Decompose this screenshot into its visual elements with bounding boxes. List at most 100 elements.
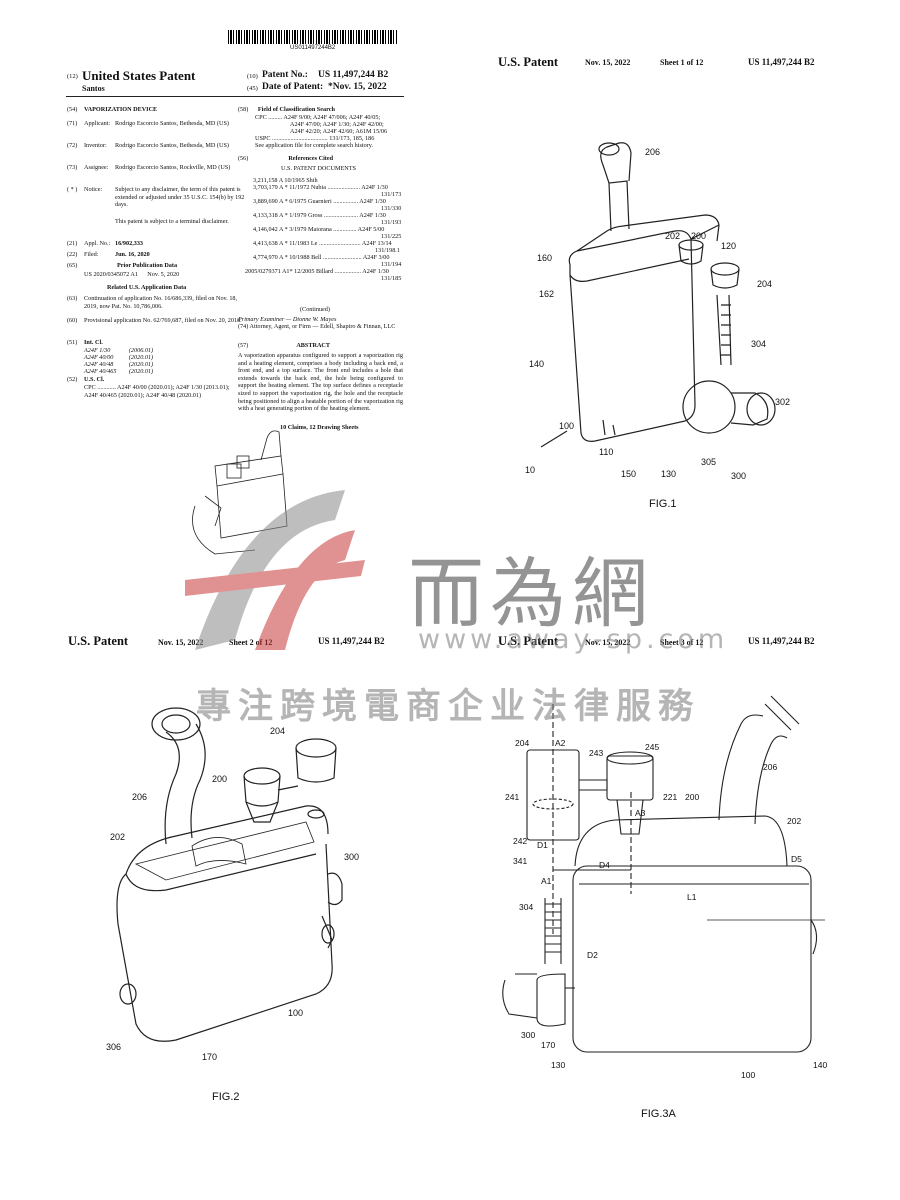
field-code: (63) bbox=[67, 295, 78, 302]
reference-row: 131/173 bbox=[381, 191, 402, 198]
ref-label: 243 bbox=[589, 748, 603, 758]
int-cl: A24F 40/465 (2020.01) bbox=[84, 368, 154, 375]
patent-no-code: (10) bbox=[247, 73, 258, 80]
references-title: References Cited bbox=[288, 155, 334, 162]
field-label: Notice: bbox=[84, 186, 103, 193]
abstract-text: A vaporization apparatus configured to s… bbox=[238, 352, 403, 413]
date-of-patent: *Nov. 15, 2022 bbox=[328, 82, 387, 92]
fig3a-labels: 204 A2 243 245 241 221 200 206 A3 202 24… bbox=[505, 738, 827, 1080]
ref-label: 130 bbox=[551, 1060, 565, 1070]
front-page-drawing bbox=[192, 430, 288, 555]
barcode-number: US011497244B2 bbox=[290, 45, 336, 51]
ref-label: 150 bbox=[621, 469, 636, 479]
notice: Subject to any disclaimer, the term of t… bbox=[115, 186, 245, 209]
ref-label: 241 bbox=[505, 792, 519, 802]
ref-label: 140 bbox=[529, 359, 544, 369]
continuation: Continuation of application No. 16/686,3… bbox=[84, 295, 238, 310]
field-code: (51) bbox=[67, 339, 78, 346]
fig1-labels: 206 202 200 120 160 162 204 304 140 302 … bbox=[525, 147, 790, 481]
us-cl-heading: U.S. Cl. bbox=[84, 376, 105, 383]
ref-label: 100 bbox=[741, 1070, 755, 1080]
field-label: Inventor: bbox=[84, 142, 107, 149]
ref-label: 206 bbox=[645, 147, 660, 157]
ref-label: 245 bbox=[645, 742, 659, 752]
int-cl-heading: Int. Cl. bbox=[84, 339, 103, 346]
related-data-heading: Related U.S. Application Data bbox=[107, 284, 187, 291]
ref-label: 202 bbox=[110, 832, 125, 842]
classification-title: Field of Classification Search bbox=[257, 106, 335, 113]
references-subtitle: U.S. PATENT DOCUMENTS bbox=[281, 165, 356, 172]
primary-examiner: Primary Examiner — Dionne W. Mayes bbox=[238, 316, 337, 323]
attorney: (74) Attorney, Agent, or Firm — Edell, S… bbox=[238, 323, 396, 330]
ref-label: 341 bbox=[513, 856, 527, 866]
ref-label: 204 bbox=[757, 279, 772, 289]
sheet-header-sheet: Sheet 3 of 12 bbox=[660, 638, 704, 647]
reference-row: 131/198.1 bbox=[375, 247, 400, 254]
ref-label: D4 bbox=[599, 860, 610, 870]
field-code: (21) bbox=[67, 240, 78, 247]
classification-line: A24F 42/20; A24F 42/60; A61M 15/06 bbox=[290, 128, 388, 135]
prior-publication: US 2020/0345072 A1 Nov. 5, 2020 bbox=[84, 271, 180, 278]
sheet-header-number: US 11,497,244 B2 bbox=[748, 57, 815, 67]
assignee: Rodrigo Escorcio Santos, Rockville, MD (… bbox=[115, 164, 231, 171]
ref-label: 202 bbox=[787, 816, 801, 826]
sheet-header-date: Nov. 15, 2022 bbox=[158, 638, 204, 647]
field-code: (71) bbox=[67, 120, 78, 127]
front-page: US011497244B2 (12) United States Patent … bbox=[60, 28, 410, 555]
ref-label: 160 bbox=[537, 253, 552, 263]
ref-label: 10 bbox=[525, 465, 535, 475]
sheet-header-left: U.S. Patent bbox=[498, 634, 559, 648]
invention-title: VAPORIZATION DEVICE bbox=[84, 106, 158, 113]
ref-label: D1 bbox=[537, 840, 548, 850]
ref-label: 100 bbox=[288, 1008, 303, 1018]
classification-line: A24F 47/00; A24F 1/30; A24F 42/00; bbox=[290, 121, 384, 128]
ref-label: 100 bbox=[559, 421, 574, 431]
patent-number: US 11,497,244 B2 bbox=[318, 70, 389, 80]
ref-label: 130 bbox=[661, 469, 676, 479]
reference-row: 4,774,970 A * 10/1988 Bell .............… bbox=[253, 254, 390, 261]
ref-label: 300 bbox=[521, 1030, 535, 1040]
reference-row: 131/185 bbox=[381, 275, 402, 282]
fig3a-caption: FIG.3A bbox=[641, 1108, 676, 1120]
ref-label: 304 bbox=[519, 902, 533, 912]
ref-label: 302 bbox=[775, 397, 790, 407]
appl-no: 16/902,333 bbox=[115, 240, 144, 247]
sheet-header-left: U.S. Patent bbox=[498, 55, 559, 69]
inventor-short: Santos bbox=[82, 84, 105, 93]
date-code: (45) bbox=[247, 85, 258, 92]
sheet-header-date: Nov. 15, 2022 bbox=[585, 58, 631, 67]
reference-row: 131/225 bbox=[381, 233, 402, 240]
ref-label: 162 bbox=[539, 289, 554, 299]
ref-label: 204 bbox=[270, 726, 285, 736]
sheet-header-sheet: Sheet 1 of 12 bbox=[660, 58, 704, 67]
ref-label: 110 bbox=[599, 447, 613, 457]
ref-label: 242 bbox=[513, 836, 527, 846]
fig2-labels: 204 200 206 202 300 100 306 170 bbox=[106, 726, 359, 1062]
ref-label: 170 bbox=[202, 1052, 217, 1062]
inventor: Rodrigo Escorcio Santos, Bethesda, MD (U… bbox=[115, 142, 229, 149]
ref-label: D2 bbox=[587, 950, 598, 960]
ref-label: 304 bbox=[751, 339, 766, 349]
field-code: (54) bbox=[67, 106, 78, 113]
ref-label: 300 bbox=[344, 852, 359, 862]
field-code: (22) bbox=[67, 251, 78, 258]
date-label: Date of Patent: bbox=[262, 82, 324, 92]
sheet-header-sheet: Sheet 2 of 12 bbox=[229, 638, 273, 647]
field-label: Appl. No.: bbox=[84, 240, 111, 247]
ref-label: 200 bbox=[685, 792, 699, 802]
field-code: (72) bbox=[67, 142, 78, 149]
ref-label: 221 bbox=[663, 792, 677, 802]
int-cl: A24F 40/00 (2020.01) bbox=[84, 354, 154, 361]
ref-label: A2 bbox=[555, 738, 566, 748]
field-code: (56) bbox=[238, 155, 249, 162]
ref-label: 200 bbox=[212, 774, 227, 784]
references-continued: (Continued) bbox=[300, 306, 330, 313]
field-label: Filed: bbox=[84, 251, 99, 258]
kind-code: (12) bbox=[67, 73, 78, 80]
ref-label: A1 bbox=[541, 876, 552, 886]
ref-label: 202 bbox=[665, 231, 680, 241]
reference-row: 131/194 bbox=[381, 261, 402, 268]
reference-row: 131/193 bbox=[381, 219, 402, 226]
provisional: Provisional application No. 62/769,687, … bbox=[84, 317, 242, 324]
fig2-caption: FIG.2 bbox=[212, 1091, 240, 1103]
